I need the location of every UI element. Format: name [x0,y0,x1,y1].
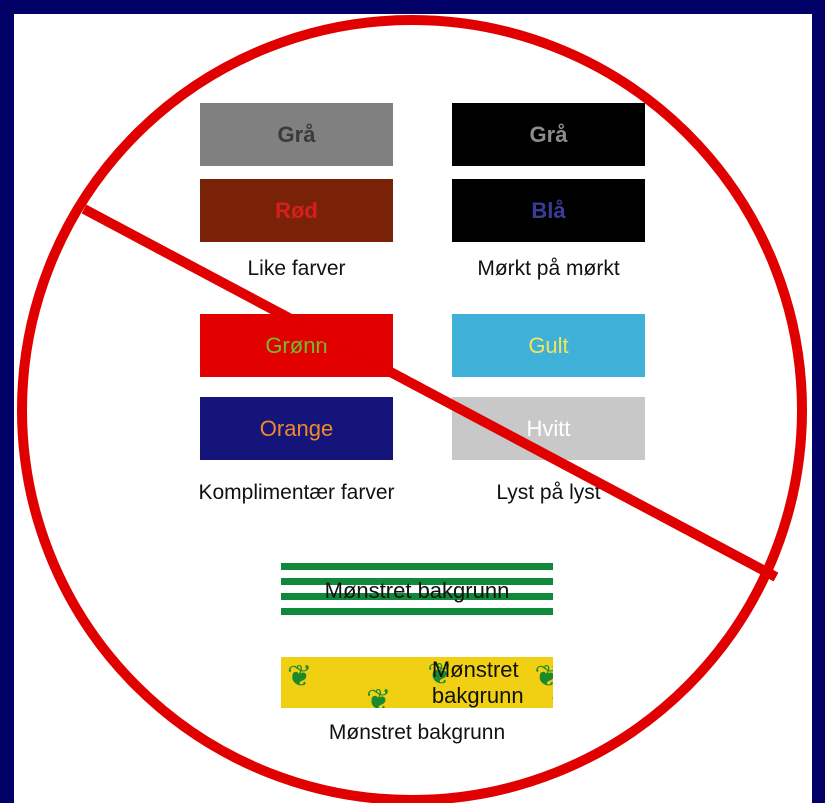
light-on-light-caption: Lyst på lyst [496,481,601,504]
patterned-caption: Mønstret bakgrunn [328,721,506,744]
leaf-pattern-background-sample: ❦ ❦ ❦ ❦ ❦ ❦ Mønstret bakgrunn [281,657,553,708]
complementary-green-on-red-swatch: Grønn [200,314,393,377]
prohibition-slash [81,204,779,582]
leaf-background-label: Mønstret bakgrunn [431,657,524,708]
complementary-caption: Komplimentær farver [198,481,395,504]
slide-canvas: Grå Rød Like farver Grå Blå Mørkt på mør… [14,14,812,803]
striped-background-label: Mønstret bakgrunn [324,578,510,603]
like-colors-caption: Like farver [247,257,346,280]
dark-on-dark-gray-swatch: Grå [452,103,645,166]
dark-on-dark-caption: Mørkt på mørkt [477,257,620,280]
leaf-icon: ❦ [366,683,392,708]
complementary-orange-on-blue-swatch: Orange [200,397,393,460]
dark-on-dark-blue-swatch: Blå [452,179,645,242]
leaf-icon: ❦ [287,659,313,693]
light-on-light-white-swatch: Hvitt [452,397,645,460]
light-on-light-yellow-swatch: Gult [452,314,645,377]
like-colors-red-swatch: Rød [200,179,393,242]
striped-background-sample: Mønstret bakgrunn [281,563,553,619]
like-colors-gray-swatch: Grå [200,103,393,166]
